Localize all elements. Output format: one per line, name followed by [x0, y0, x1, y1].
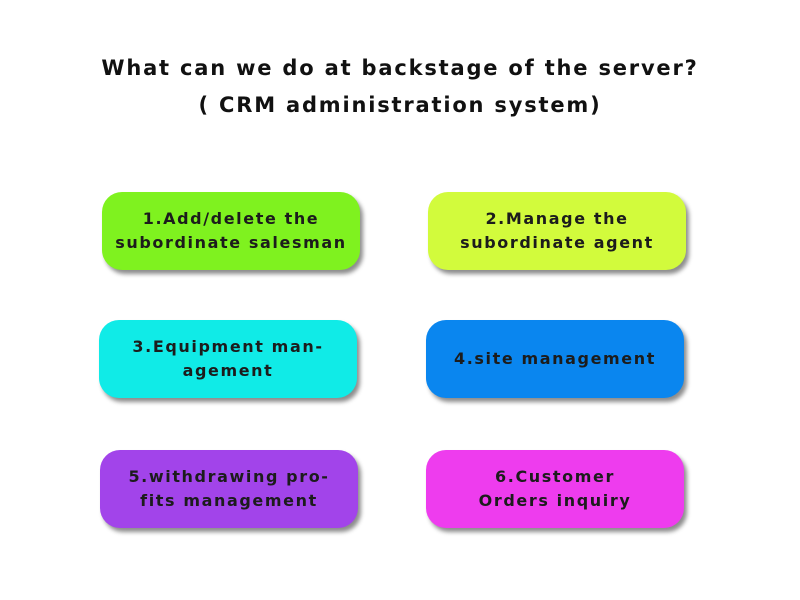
main-title: What can we do at backstage of the serve…	[101, 56, 699, 80]
card-label-line: 1.Add/delete the	[142, 209, 320, 228]
card-site-management: 4.site management	[426, 320, 684, 398]
card-label-line: Orders inquiry	[478, 491, 632, 510]
card-add-delete-salesman: 1.Add/delete the subordinate salesman	[102, 192, 360, 270]
card-label-line: subordinate salesman	[115, 233, 347, 252]
subtitle: ( CRM administration system)	[198, 93, 602, 117]
card-label-line: 2.Manage the	[485, 209, 629, 228]
card-label-line: 6.Customer	[495, 467, 615, 486]
card-label-line: fits management	[140, 491, 318, 510]
card-withdrawing-profits: 5.withdrawing pro- fits management	[100, 450, 358, 528]
card-equipment-management: 3.Equipment man- agement	[99, 320, 357, 398]
card-label-line: 3.Equipment man-	[132, 337, 324, 356]
card-label-line: subordinate agent	[460, 233, 654, 252]
card-manage-agent: 2.Manage the subordinate agent	[428, 192, 686, 270]
card-label-line: 5.withdrawing pro-	[128, 467, 330, 486]
card-label-line: 4.site management	[453, 349, 656, 368]
card-label-line: agement	[182, 361, 274, 380]
card-customer-orders: 6.Customer Orders inquiry	[426, 450, 684, 528]
